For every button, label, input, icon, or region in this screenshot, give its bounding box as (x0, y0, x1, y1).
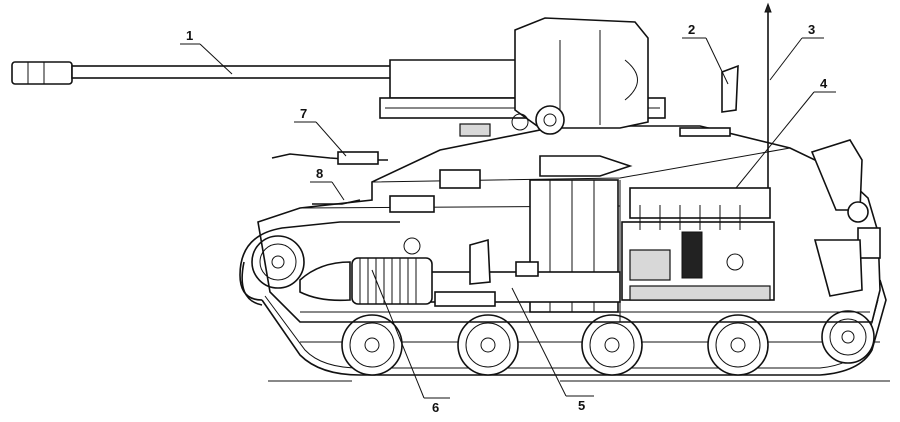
driver-seat (469, 238, 539, 285)
callout-label-2: 2 (688, 22, 695, 37)
callout-label-7: 7 (300, 106, 307, 121)
main-gun (11, 17, 666, 137)
transmission (299, 237, 433, 305)
callout-label-8: 8 (316, 166, 323, 181)
rear-equipment (810, 139, 881, 297)
gunner-sight (679, 64, 739, 137)
drive-shaft (429, 271, 621, 307)
antenna (764, 2, 772, 190)
callout-1: 1 (180, 28, 233, 75)
road-wheels (251, 235, 875, 376)
callout-label-1: 1 (186, 28, 193, 43)
callout-label-3: 3 (808, 22, 815, 37)
callout-7: 7 (294, 106, 347, 157)
callout-label-6: 6 (432, 400, 439, 415)
callout-4: 4 (735, 76, 836, 189)
callout-6: 6 (371, 269, 450, 415)
callout-3: 3 (769, 22, 824, 81)
hull-machine-gun (271, 151, 481, 213)
engine (621, 187, 775, 301)
callout-5: 5 (511, 287, 594, 413)
callout-2: 2 (682, 22, 729, 85)
callout-label-5: 5 (578, 398, 585, 413)
callout-label-4: 4 (820, 76, 828, 91)
callout-8: 8 (310, 166, 345, 201)
callouts: 1 2 3 4 5 6 7 (180, 22, 836, 415)
